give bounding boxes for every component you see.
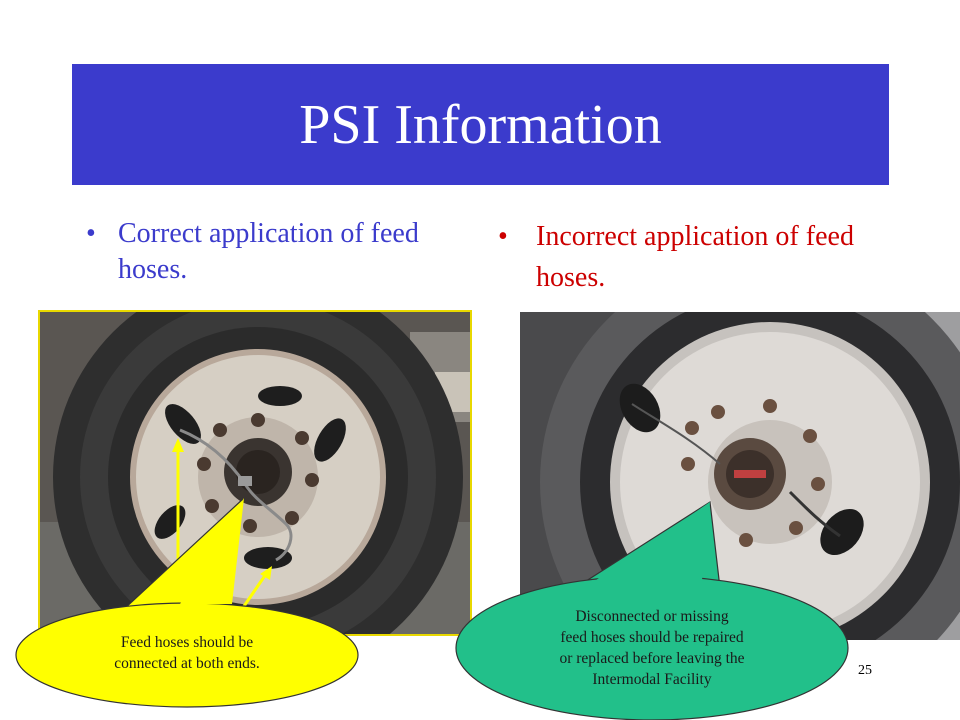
callout-left-text: Feed hoses should be connected at both e…	[34, 632, 340, 674]
callout-right-text: Disconnected or missing feed hoses shoul…	[474, 606, 830, 690]
arrow-head-icon	[172, 438, 184, 452]
bullet-incorrect-text: Incorrect application of feed hoses.	[536, 221, 854, 293]
wheel-photo-incorrect	[520, 312, 960, 640]
bullet-incorrect: • Incorrect application of feed hoses.	[498, 216, 858, 298]
bullet-correct-text: Correct application of feed hoses.	[118, 218, 419, 285]
wheel-correct-illustration	[40, 312, 470, 634]
slide-title: PSI Information	[299, 93, 662, 156]
wheel-incorrect-illustration	[520, 312, 960, 640]
wheel-photo-correct	[38, 310, 472, 636]
bullet-correct: • Correct application of feed hoses.	[86, 216, 466, 288]
callout-right-line: Disconnected or missing	[575, 608, 729, 625]
callout-left-line: connected at both ends.	[114, 655, 260, 672]
bullet-dot: •	[86, 218, 96, 249]
page-number: 25	[858, 663, 872, 678]
title-bar: PSI Information	[72, 64, 889, 185]
arrow-head-icon	[260, 566, 272, 580]
bullet-dot: •	[498, 221, 508, 252]
callout-left-line: Feed hoses should be	[120, 634, 254, 651]
callout-right-line: feed hoses should be repaired	[560, 629, 744, 646]
callout-right-line: or replaced before leaving the	[559, 650, 745, 667]
callout-right-line: Intermodal Facility	[592, 671, 712, 688]
